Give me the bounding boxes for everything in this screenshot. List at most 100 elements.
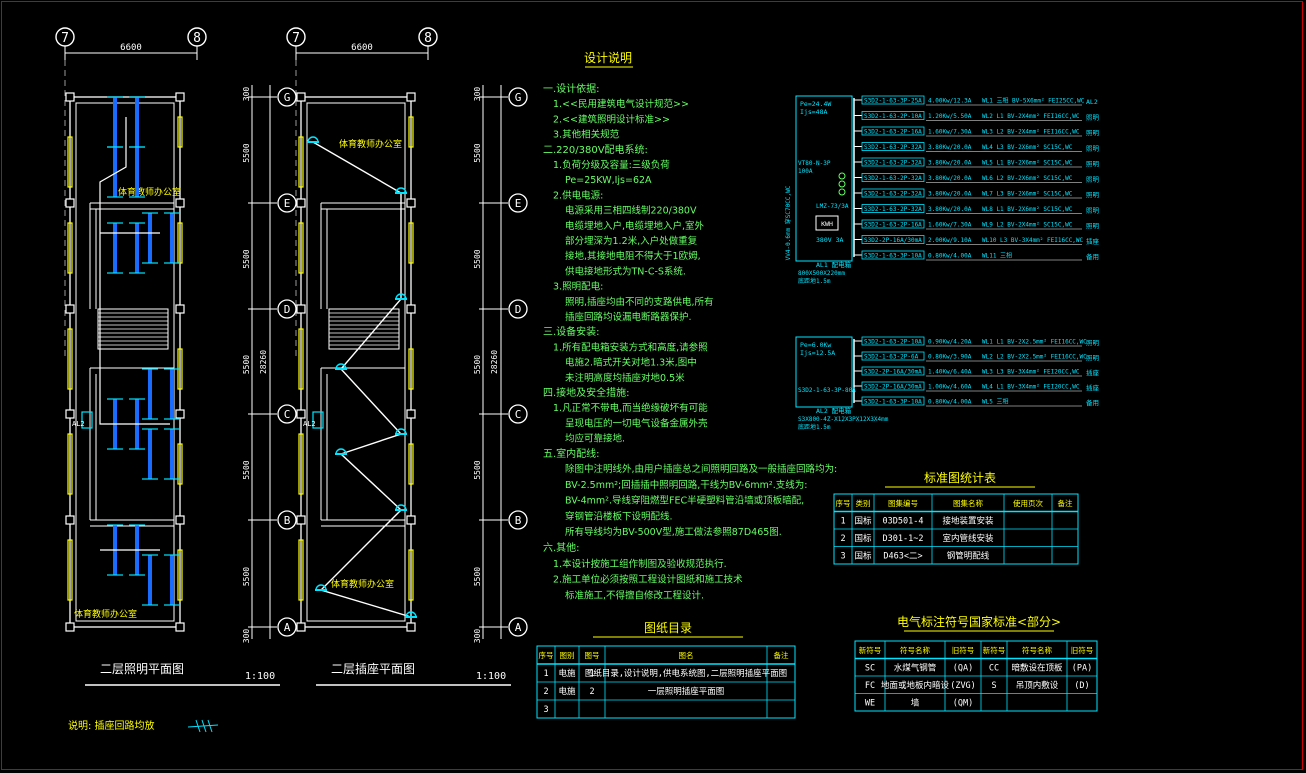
socket-arc [395,428,407,435]
door-window [177,549,183,601]
breaker-box [861,396,925,406]
grid-bubble [277,87,297,107]
notes-line: 二.220/380V配电系统: [543,143,648,156]
table-cell: 钢管明配线 [947,550,990,561]
window [298,328,304,390]
breaker-box [861,235,925,244]
axis-number: 7 [61,31,69,46]
table-cell: D301-1~2 [883,534,924,544]
grid-bubble [277,299,297,319]
socket-arc [315,584,327,591]
cable: WL4 L1 BV-3X4mm² FEI20CC,WC [982,384,1080,391]
notes-line: 六.其他: [543,541,580,554]
load: 1.60Kw/7.30A [928,129,972,136]
table-cell: WE [865,698,875,708]
notes-line: 照明,插座均由不同的支路供电,所有 [565,296,714,308]
column [296,198,306,208]
symbol-tick [207,719,213,733]
top-dimension: 6600 [351,43,373,53]
notes-line: 1.凡正常不带电,而当绝缘破坏有可能 [553,402,708,414]
door-window [177,443,183,485]
table-cell: 2 [589,687,594,697]
box-size: 800X500X220mm [798,270,845,277]
breaker-box [861,366,925,376]
breaker-box [861,204,925,213]
main-breaker: VT80-N-3P [798,160,831,167]
table-cell: 1 [589,669,594,679]
notes-line: 3.照明配电: [553,281,603,293]
breaker-box [861,142,925,151]
destination: 照明 [1086,145,1100,153]
column [175,622,185,632]
column [175,92,185,102]
notes-line: BV-4mm².导线穿阻燃型FEC半硬塑料管沿墙或顶板暗配, [565,495,804,507]
side-dimension: 5500 [473,249,482,268]
breaker-box [861,351,925,361]
grid-label: G [284,91,291,104]
box-label: AL2 配电箱 [816,406,852,415]
total-dimension: 28260 [490,350,499,374]
side-dimension: 5500 [242,249,251,268]
load: 0.90Kw/4.20A [928,339,972,346]
table-header: 符号名称 [1022,645,1052,655]
notes-line: 电施2.暗式开关对地1.3米,图中 [565,357,697,369]
breaker: S3D2-2P-16A/30mA [864,237,922,244]
table-cell: 1 [543,669,548,679]
destination: 照明 [1086,339,1100,347]
table-cell: 3 [840,551,845,561]
grid-bubble [508,617,528,637]
inner-wall [75,102,175,622]
side-dimension: 300 [242,629,251,644]
panel-info: Ijs=12.5A [800,349,835,357]
table-cell: (QM) [953,698,973,708]
breaker: S3D2-1-63-2P-32A [864,206,922,213]
column [65,304,75,314]
destination: 备用 [1086,398,1099,407]
panel-info: Pe=24.4W [800,100,831,108]
notes-line: 插座回路均设漏电断路器保护. [565,311,692,323]
side-dimension: 300 [473,87,482,102]
notes-line: 标准施工,不得擅自修改工程设计. [565,589,704,601]
notes-line: 2.<<建筑照明设计标准>> [553,113,670,125]
main-breaker-rating: 100A [798,168,813,175]
table-cell: 03D501-4 [883,516,924,526]
load: 1.60Kw/7.30A [928,222,972,229]
load: 2.00Kw/9.10A [928,237,972,244]
box-mount: 底距地1.5m [798,277,831,285]
meter-rating: 380V 3A [816,236,843,244]
notes-line: 四.接地及安全措施: [543,386,630,399]
grid-bubble [277,617,297,637]
top-dimension: 6600 [120,43,142,53]
table-header: 备注 [1058,498,1074,508]
breaker: S3D2-1-63-2P-32A [864,191,922,198]
grid-label: C [515,408,522,421]
grid-bubble [508,87,528,107]
notes-line: 1.<<民用建筑电气设计规范>> [553,98,689,110]
grid-label: A [515,621,522,634]
door-window [408,116,414,148]
column [65,92,75,102]
table-header: 图集名称 [953,498,983,508]
window [298,539,304,601]
table-header: 图集编号 [888,498,918,508]
table-cell: 室内管线安装 [942,533,994,544]
kwh-meter [815,215,839,231]
column [406,198,416,208]
breaker: S3D2-1-63-2P-16A [864,129,922,136]
ct-coil [838,172,846,180]
notes-line: Pe=25KW,Ijs=62A [565,175,652,186]
column [175,409,185,419]
grid-bubble [277,510,297,530]
breaker: S3D2-1-63-2P-32A [864,175,922,182]
table-cell: 吊顶内敷设 [1016,680,1059,691]
notes-line: 一.设计依据: [543,82,600,95]
breaker: S3D2-1-63-2P-10A [864,339,922,346]
room-label: 体育教师办公室 [74,608,137,620]
panel-box [795,336,853,408]
plan-scale: 1:100 [245,671,275,682]
notes-line: 呈现电压的一切电气设备金属外壳 [565,417,708,429]
room-label: 体育教师办公室 [118,186,181,198]
destination: 备用 [1086,252,1099,261]
